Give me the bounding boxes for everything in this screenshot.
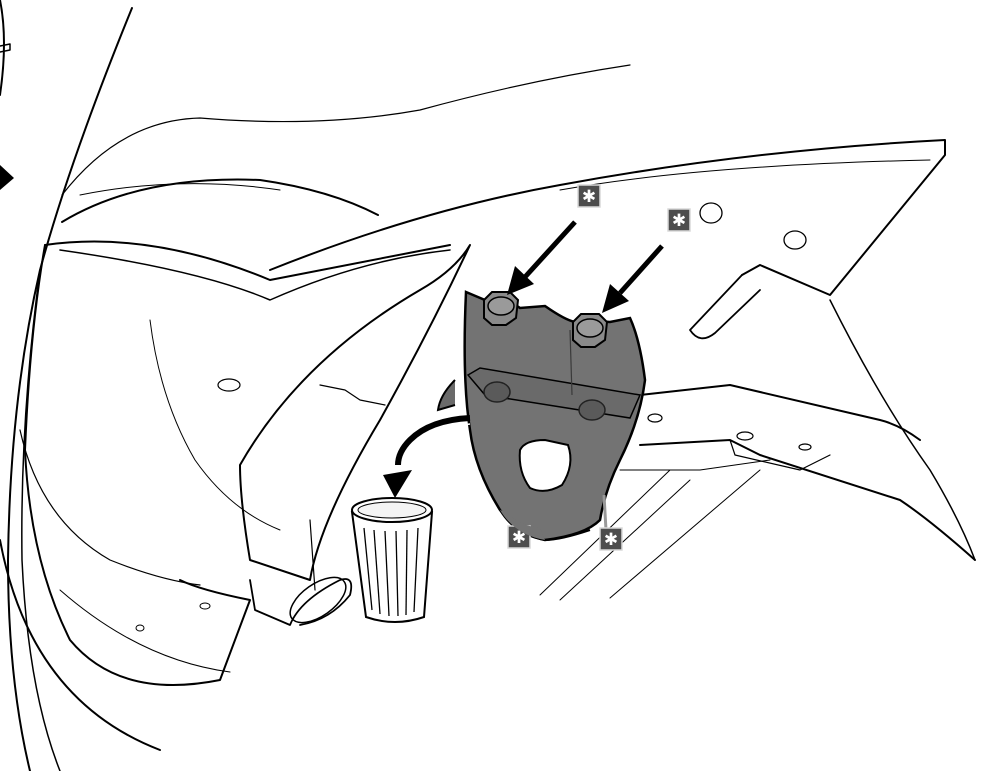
bracket-tail-line [604,495,606,530]
fascia-bottom-line [60,590,230,672]
fascia-lower-line [20,430,200,585]
marker-4-symbol: ✱ [604,530,618,550]
pointer-arrow-left [0,165,14,190]
trash-can-rim-inner [358,502,426,518]
floor-line-3 [610,470,760,598]
marker-4: ✱ [600,528,622,550]
upper-rail-line [270,140,945,295]
fascia-small-hole-2 [136,625,144,631]
fascia-hole [218,379,240,391]
tab-slot-line [690,275,760,338]
arrow-to-bolt-1-shaft [525,222,575,277]
door-edge-line [0,0,4,95]
marker-1-symbol: ✱ [582,187,596,207]
crossmember-hole-3 [648,414,662,422]
marker-2: ✱ [668,209,690,231]
discard-arrow-head [383,470,412,498]
liner-tear-line [320,385,385,405]
bracket-lip [438,380,455,410]
fascia-outer-line [25,245,250,685]
body-pillar-line [8,8,132,771]
bracket-slot [520,440,571,491]
fender-top-line [62,180,378,222]
crossmember-hole-2 [799,444,811,450]
trash-can-icon [352,498,432,622]
bracket-lower-hole-1 [484,382,510,402]
bolt-1-top [488,297,514,315]
marker-1: ✱ [578,185,600,207]
hole-1 [700,203,722,223]
bracket-lower-hole-2 [579,400,605,420]
fascia-contour-line [150,320,280,530]
floor-line-4 [620,460,770,470]
marker-2-symbol: ✱ [672,211,686,231]
edge-sweep-line [0,540,160,750]
lower-mount-washer [283,569,354,632]
hole-2 [784,231,806,249]
crossmember-top-line [640,385,920,440]
body-pillar-inner-line [22,270,60,771]
crossmember-hole-1 [737,432,753,440]
door-handle-line [0,44,10,52]
crossmember-detail-line [730,440,830,470]
fender-crease-line [80,184,280,195]
crossmember-front-line [640,440,975,560]
fascia-small-hole-1 [200,603,210,609]
bolt-2-top [577,319,603,337]
lower-mount-line [250,579,351,625]
panel-right-edge [830,300,975,560]
arrow-to-bolt-2-shaft [620,246,662,293]
hood-contour-line [62,65,630,195]
